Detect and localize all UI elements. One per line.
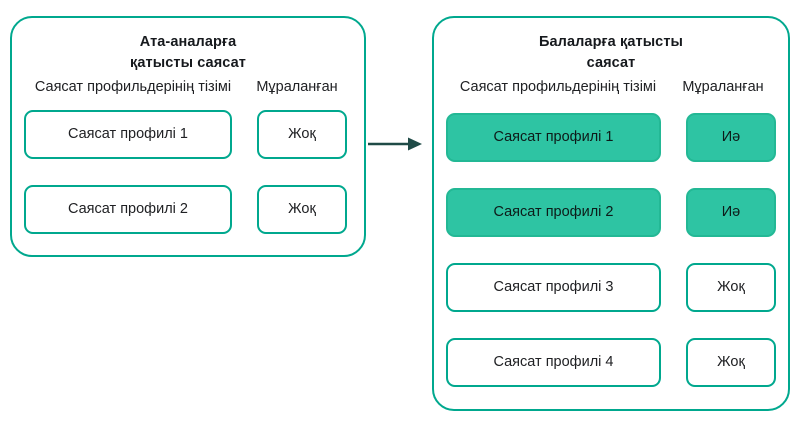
- parent-policy-rows: Саясат профилі 1 Жоқ Саясат профилі 2 Жо…: [24, 110, 352, 234]
- child-column-header-inherited: Мұраланған: [682, 79, 764, 95]
- table-row: Саясат профилі 3 Жоқ: [446, 263, 776, 312]
- table-row: Саясат профилі 4 Жоқ: [446, 338, 776, 387]
- parent-inherited-chip-2[interactable]: Жоқ: [257, 185, 347, 234]
- parent-profile-chip-1[interactable]: Саясат профилі 1: [24, 110, 232, 159]
- child-inherited-chip-1[interactable]: Иә: [686, 113, 776, 162]
- parent-profile-chip-2[interactable]: Саясат профилі 2: [24, 185, 232, 234]
- parent-inherited-chip-1[interactable]: Жоқ: [257, 110, 347, 159]
- parent-policy-title: Ата-аналарға қатысты саясат: [22, 32, 354, 74]
- child-profile-chip-2[interactable]: Саясат профилі 2: [446, 188, 661, 237]
- table-row: Саясат профилі 1 Иә: [446, 113, 776, 162]
- parent-policy-panel: Ата-аналарға қатысты саясат Саясат профи…: [10, 16, 366, 257]
- child-column-header-profiles: Саясат профильдерінің тізімі: [459, 79, 657, 95]
- child-profile-chip-3[interactable]: Саясат профилі 3: [446, 263, 661, 312]
- table-row: Саясат профилі 2 Жоқ: [24, 185, 352, 234]
- child-policy-rows: Саясат профилі 1 Иә Саясат профилі 2 Иә …: [446, 113, 776, 387]
- parent-policy-title-line-2: қатысты саясат: [130, 55, 246, 71]
- child-inherited-chip-2[interactable]: Иә: [686, 188, 776, 237]
- child-inherited-chip-4[interactable]: Жоқ: [686, 338, 776, 387]
- parent-policy-title-line-1: Ата-аналарға: [139, 34, 237, 50]
- child-policy-panel: Балаларға қатысты саясат Саясат профильд…: [432, 16, 790, 411]
- table-row: Саясат профилі 2 Иә: [446, 188, 776, 237]
- parent-column-header-inherited: Мұраланған: [256, 79, 338, 95]
- child-policy-title: Балаларға қатысты саясат: [444, 32, 778, 74]
- parent-column-header-profiles: Саясат профильдерінің тізімі: [34, 79, 232, 95]
- child-profile-chip-4[interactable]: Саясат профилі 4: [446, 338, 661, 387]
- child-policy-title-line-1: Балаларға қатысты: [538, 34, 684, 50]
- arrow-right-icon: [368, 137, 422, 151]
- table-row: Саясат профилі 1 Жоқ: [24, 110, 352, 159]
- child-policy-title-line-2: саясат: [586, 55, 636, 71]
- child-policy-column-headers: Саясат профильдерінің тізімі Мұраланған: [446, 78, 776, 96]
- parent-policy-column-headers: Саясат профильдерінің тізімі Мұраланған: [24, 78, 352, 96]
- child-inherited-chip-3[interactable]: Жоқ: [686, 263, 776, 312]
- child-profile-chip-1[interactable]: Саясат профилі 1: [446, 113, 661, 162]
